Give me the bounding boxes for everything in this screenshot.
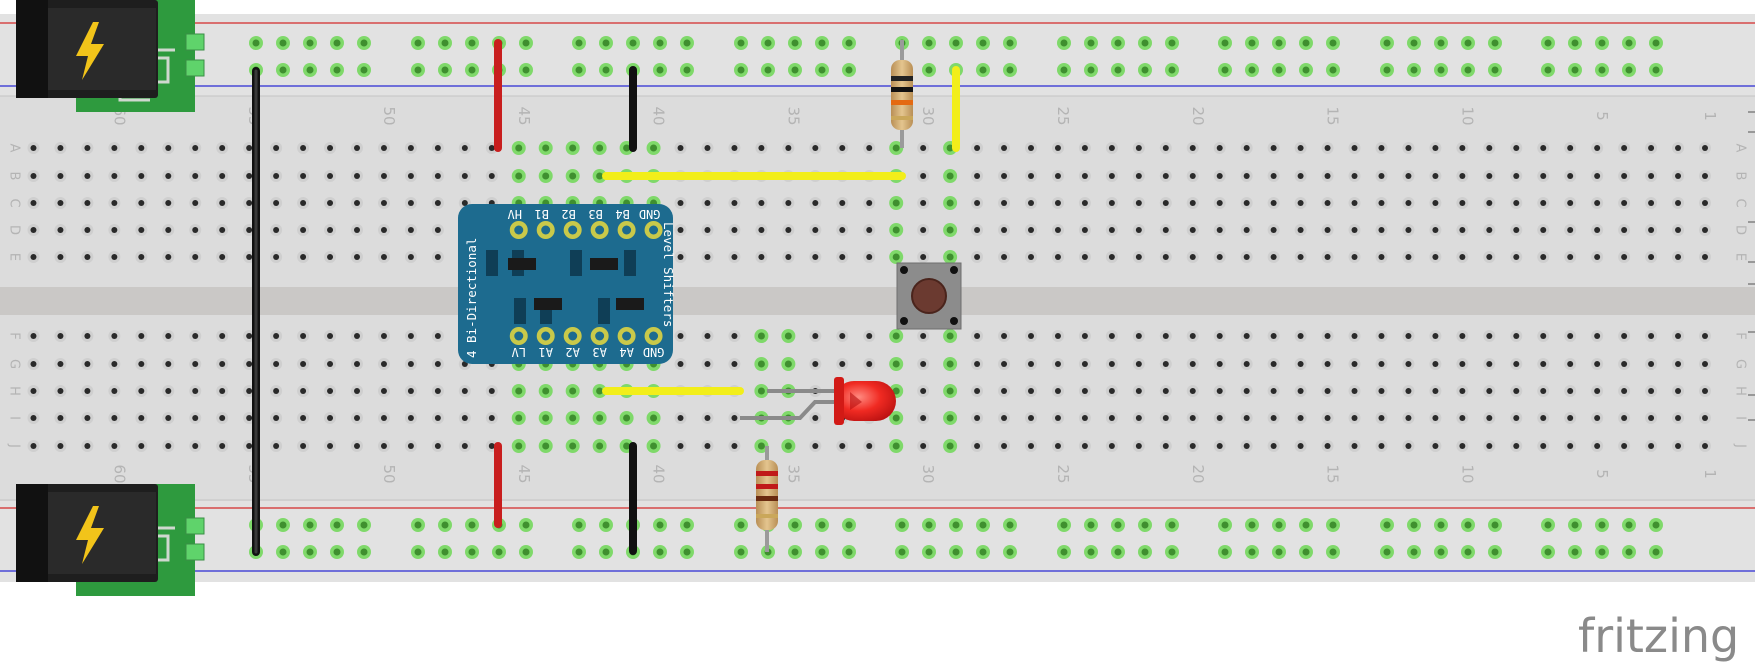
row-letters: A A B B C C D D E E F F G G H H I I J J — [7, 144, 1748, 448]
shifter-pin-label-bottom: GND — [643, 345, 665, 359]
column-number: 50 — [380, 106, 398, 125]
power-jack-bottom — [16, 484, 205, 596]
column-number: 30 — [919, 106, 937, 125]
board-title-line1: 4 Bi-Directional — [464, 238, 479, 358]
row-letter: C — [1733, 198, 1748, 207]
fritzing-logo: fritzing — [1578, 609, 1740, 663]
lightning-bolt-icon — [76, 22, 104, 80]
breadboard — [0, 14, 1755, 582]
resistor-bottom — [756, 446, 778, 552]
board-title-line2: Level Shifters — [661, 222, 676, 327]
column-number: 45 — [515, 464, 533, 483]
row-letter: F — [1733, 332, 1748, 339]
row-letter: E — [1733, 253, 1748, 261]
wires — [252, 39, 960, 556]
row-letter: D — [1733, 225, 1748, 235]
column-number: 40 — [650, 464, 668, 483]
shifter-pin-label-top: B4 — [615, 207, 629, 221]
shifter-pin-label-top: B1 — [534, 207, 548, 221]
shifter-pin-label-bottom: LV — [512, 345, 526, 359]
row-letter: I — [1733, 416, 1748, 420]
row-letter: D — [7, 225, 22, 235]
row-letter: E — [7, 253, 22, 261]
column-number: 5 — [1593, 469, 1611, 479]
row-letter: F — [7, 332, 22, 339]
shifter-pin-label-top: GND — [639, 207, 661, 221]
led-red — [740, 377, 896, 425]
shifter-pin-label-top: B2 — [561, 207, 575, 221]
row-letter: J — [1733, 443, 1748, 448]
row-letter: B — [7, 172, 22, 181]
row-letter: H — [7, 386, 22, 396]
shifter-pin-label-bottom: A1 — [538, 345, 552, 359]
lightning-bolt-icon — [76, 506, 104, 564]
row-letter: J — [7, 443, 22, 448]
row-letter: A — [1733, 144, 1748, 153]
shifter-pin-label-bottom: A4 — [619, 345, 633, 359]
shifter-pin-label-top: HV — [508, 207, 522, 221]
shifter-pin-label-bottom: A2 — [565, 345, 579, 359]
row-letter: G — [1733, 359, 1748, 369]
center-trench — [0, 287, 1755, 315]
column-number: 45 — [515, 106, 533, 125]
shifter-pin-label-top: B3 — [588, 207, 602, 221]
row-letter: I — [7, 416, 22, 420]
row-letter: G — [7, 359, 22, 369]
row-letter: H — [1733, 386, 1748, 396]
column-number: 5 — [1593, 111, 1611, 121]
column-number: 10 — [1458, 106, 1476, 125]
row-letter: B — [1733, 172, 1748, 181]
column-number: 35 — [784, 106, 802, 125]
row-letter: A — [7, 144, 22, 153]
column-number: 40 — [650, 106, 668, 125]
power-jack-top — [16, 0, 205, 112]
row-letter: C — [7, 198, 22, 207]
column-number: 20 — [1189, 106, 1207, 125]
column-number: 15 — [1324, 464, 1342, 483]
column-number: 25 — [1054, 464, 1072, 483]
column-number: 10 — [1458, 464, 1476, 483]
resistor-top — [891, 40, 913, 148]
column-number: 35 — [784, 464, 802, 483]
column-number: 20 — [1189, 464, 1207, 483]
shifter-pin-label-bottom: A3 — [592, 345, 606, 359]
column-number: 1 — [1701, 111, 1719, 121]
column-number: 50 — [380, 464, 398, 483]
column-number: 25 — [1054, 106, 1072, 125]
column-number: 30 — [919, 464, 937, 483]
column-number: 15 — [1324, 106, 1342, 125]
pushbutton — [896, 262, 962, 330]
column-number: 1 — [1701, 469, 1719, 479]
column-number: 60 — [110, 464, 128, 483]
